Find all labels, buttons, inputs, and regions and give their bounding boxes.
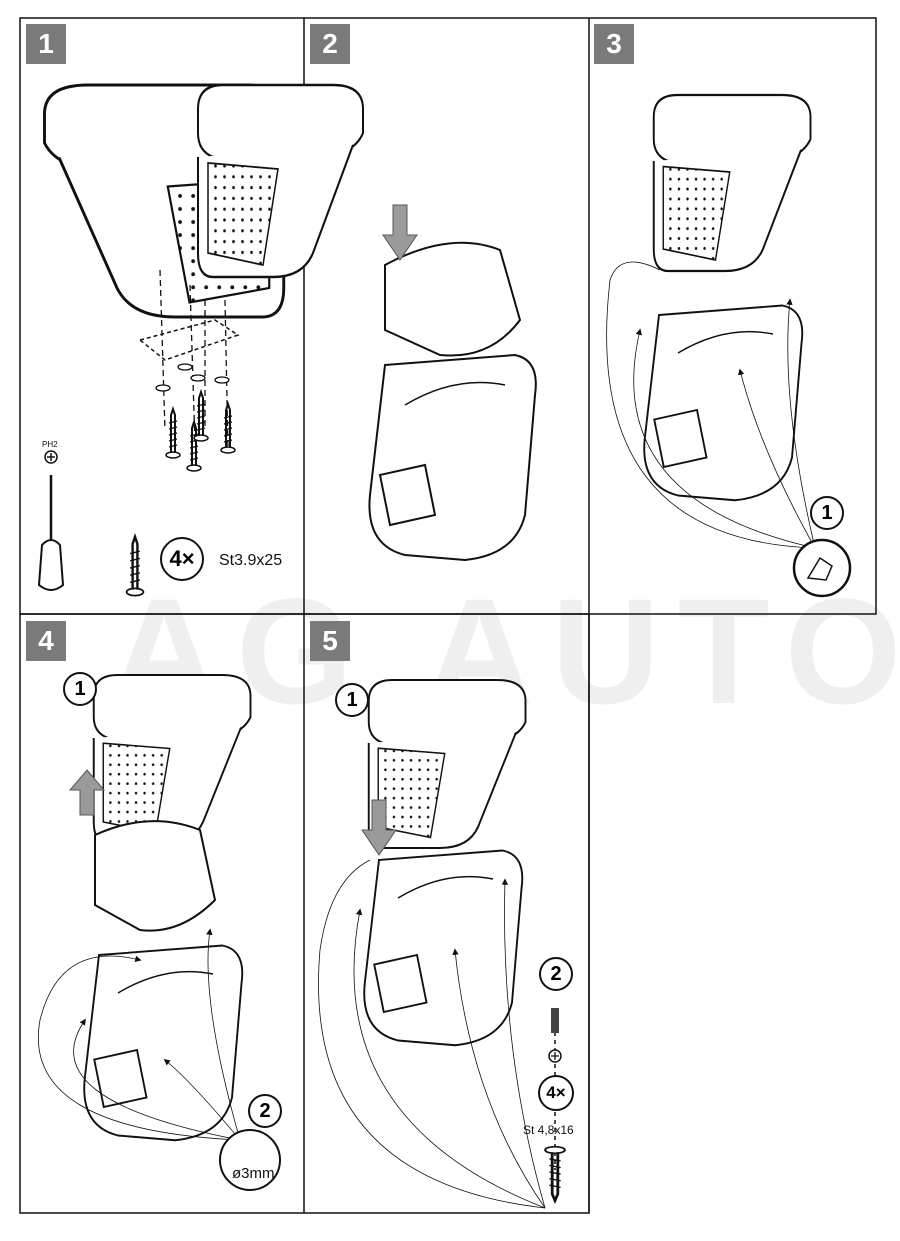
step-badge-4: 4 xyxy=(26,621,66,661)
arrow-up-icon xyxy=(68,769,106,816)
panel-3-drawing xyxy=(606,93,852,598)
step-badge-2: 2 xyxy=(310,24,350,64)
screw-icon xyxy=(125,535,145,597)
tool-label: PH2 xyxy=(42,440,58,449)
substep-2-badge: 2 xyxy=(539,957,573,991)
substep-2-badge: 2 xyxy=(248,1094,282,1128)
screwdriver-icon xyxy=(551,1008,559,1033)
screw-spec: St 4,8x16 xyxy=(523,1123,574,1137)
quantity-badge: 4× xyxy=(538,1075,574,1111)
substep-1-badge: 1 xyxy=(335,683,369,717)
substep-1-badge: 1 xyxy=(63,672,97,706)
panel-1-drawing xyxy=(37,83,286,597)
drill-spec: ø3mm xyxy=(232,1165,275,1182)
panel-2-drawing xyxy=(196,83,537,561)
substep-1-badge: 1 xyxy=(810,496,844,530)
step-badge-5: 5 xyxy=(310,621,350,661)
arrow-down-icon xyxy=(382,204,418,261)
drill-hole-icon xyxy=(219,1129,281,1191)
screw-spec: St3.9x25 xyxy=(219,552,283,569)
quantity-badge: 4× xyxy=(160,537,204,581)
step-badge-1: 1 xyxy=(26,24,66,64)
screwdriver-icon xyxy=(37,475,65,591)
panel-4-drawing xyxy=(38,673,281,1191)
arrow-down-icon xyxy=(361,799,397,856)
step-badge-3: 3 xyxy=(594,24,634,64)
